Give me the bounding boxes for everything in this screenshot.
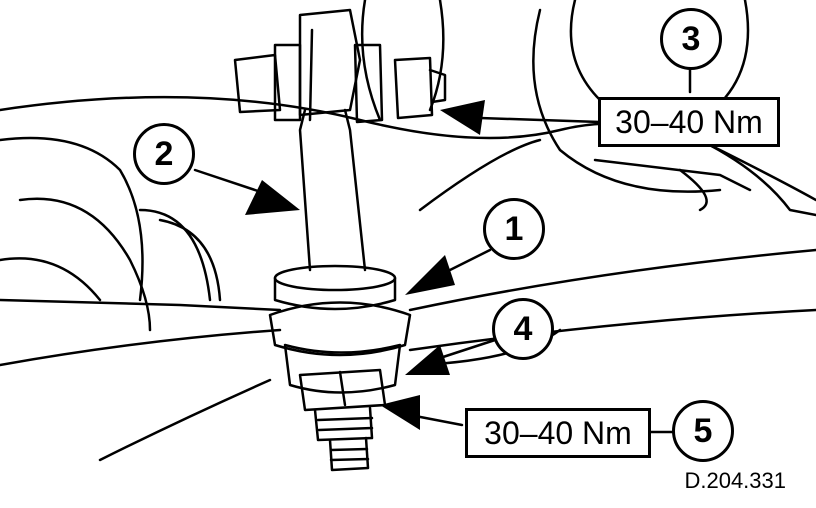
link-rod [298, 108, 312, 272]
lower-nut [338, 370, 347, 407]
stabilizer-bar [0, 328, 282, 367]
upper-bushing [273, 264, 397, 292]
background-line [18, 197, 152, 332]
link-rod [308, 28, 314, 122]
arrowhead-2 [245, 180, 300, 215]
upper-bolt-right [353, 43, 384, 124]
stabilizer-bar [408, 248, 816, 312]
threaded-stud [313, 406, 374, 442]
callout-4: 4 [492, 298, 554, 360]
drawing-reference: D.204.331 [684, 468, 786, 493]
background-line [0, 136, 144, 302]
background-line [593, 158, 752, 192]
background-line [532, 8, 722, 193]
background-line [418, 138, 542, 212]
arrowhead-1 [405, 255, 455, 295]
background-line [360, 0, 382, 122]
upper-bolt-left [233, 53, 282, 114]
lower-bushing [268, 301, 412, 357]
threaded-stud [328, 436, 370, 472]
leader-line-3-torque [478, 116, 602, 124]
upper-bolt-right [393, 56, 434, 120]
arrowhead-4 [405, 345, 450, 375]
callout-1: 1 [483, 198, 545, 260]
torque-spec-upper: 30–40 Nm [598, 97, 780, 147]
upper-bushing [273, 276, 397, 311]
background-line [0, 257, 102, 302]
upper-bolt-right [428, 68, 447, 104]
link-rod [343, 108, 367, 272]
callout-2: 2 [133, 123, 195, 185]
stabilizer-bar [98, 378, 272, 462]
background-line [678, 168, 708, 212]
background-line [428, 0, 445, 112]
stabilizer-bar [0, 298, 282, 312]
upper-bolt-left [273, 43, 302, 122]
background-line [158, 218, 222, 302]
lower-bushing [283, 343, 402, 394]
background-line [698, 138, 816, 217]
arrowhead-5 [380, 395, 420, 430]
stabilizer-bar [408, 308, 816, 352]
threaded-stud [316, 416, 374, 462]
callout-3: 3 [660, 8, 722, 70]
arrowhead-3 [440, 100, 485, 135]
background-line [138, 208, 212, 302]
torque-spec-lower: 30–40 Nm [465, 408, 651, 458]
callout-5: 5 [672, 400, 734, 462]
upper-bracket [298, 8, 362, 117]
background-line [0, 95, 816, 202]
leader-line-4 [438, 338, 497, 360]
